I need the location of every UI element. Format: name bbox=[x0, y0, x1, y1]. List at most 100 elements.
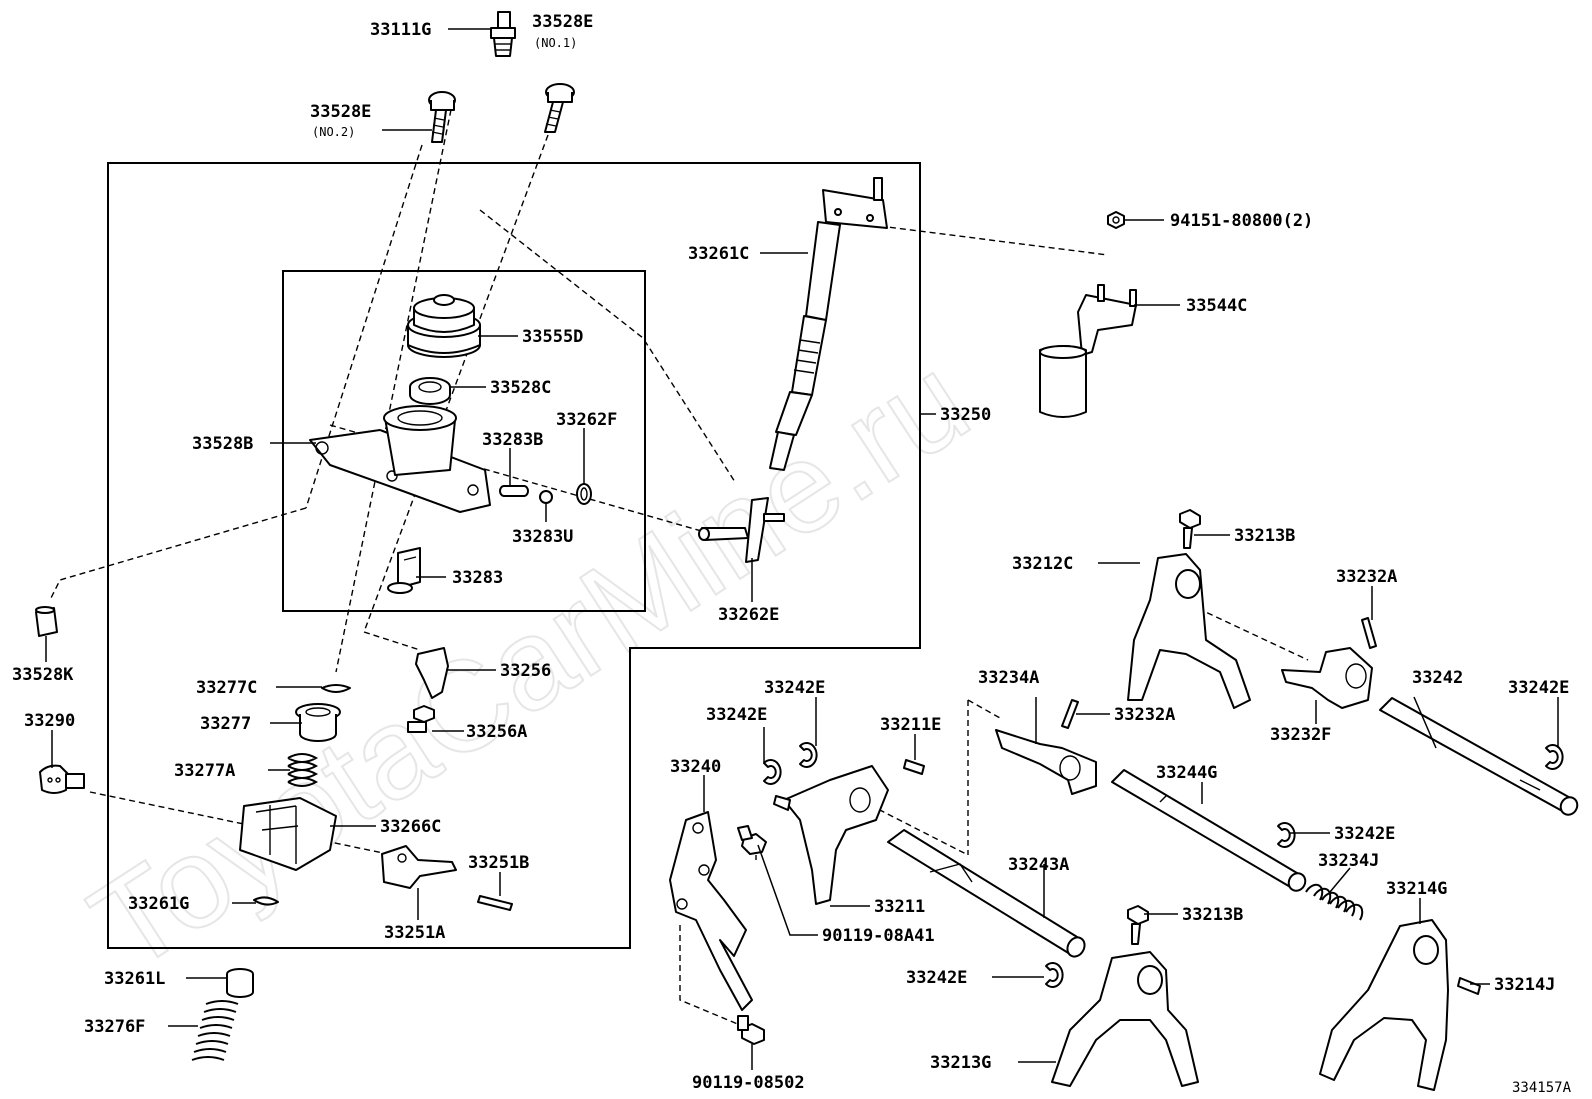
label-33261g[interactable]: 33261G bbox=[128, 894, 189, 914]
label-33261l[interactable]: 33261L bbox=[104, 969, 165, 989]
part-33266c-block[interactable] bbox=[239, 797, 337, 871]
part-33242e-clip-d[interactable] bbox=[1045, 962, 1064, 988]
part-33232a-pin-b[interactable] bbox=[1061, 699, 1079, 729]
part-33528e-no1[interactable] bbox=[544, 83, 575, 133]
label-33276f[interactable]: 33276F bbox=[84, 1017, 145, 1037]
part-33234j-spring[interactable] bbox=[1305, 883, 1364, 921]
label-33214j[interactable]: 33214J bbox=[1494, 975, 1555, 995]
part-33283-guide[interactable] bbox=[387, 547, 421, 594]
label-90119-08502[interactable]: 90119-08502 bbox=[692, 1073, 805, 1093]
part-33213g-fork[interactable] bbox=[1051, 951, 1199, 1087]
label-33244g[interactable]: 33244G bbox=[1156, 763, 1217, 783]
part-33234a-head[interactable] bbox=[995, 729, 1097, 795]
label-33283[interactable]: 33283 bbox=[452, 568, 503, 588]
label-33251a[interactable]: 33251A bbox=[384, 923, 445, 943]
part-33256-interlock[interactable] bbox=[415, 647, 449, 699]
part-90119-08a41-bolt[interactable] bbox=[737, 825, 767, 855]
label-33528c[interactable]: 33528C bbox=[490, 378, 551, 398]
part-33283u-ball[interactable] bbox=[539, 490, 553, 504]
label-33242[interactable]: 33242 bbox=[1412, 668, 1463, 688]
part-33277a-spring[interactable] bbox=[287, 753, 319, 787]
label-33528e-no1[interactable]: 33528E bbox=[532, 12, 593, 32]
label-94151-80800[interactable]: 94151-80800(2) bbox=[1170, 211, 1313, 231]
part-90119-08502-bolt[interactable] bbox=[737, 1015, 765, 1045]
label-33250-group[interactable]: 33250 bbox=[940, 405, 991, 425]
part-33211-head[interactable] bbox=[773, 765, 889, 905]
label-33528k[interactable]: 33528K bbox=[12, 665, 74, 685]
part-33276f-spring[interactable] bbox=[191, 1000, 239, 1061]
label-33277[interactable]: 33277 bbox=[200, 714, 251, 734]
label-90119-08a41[interactable]: 90119-08A41 bbox=[822, 926, 935, 946]
label-33283u[interactable]: 33283U bbox=[512, 527, 573, 547]
label-33256a[interactable]: 33256A bbox=[466, 722, 527, 742]
part-33256a-bolt[interactable] bbox=[407, 705, 435, 733]
label-33243a[interactable]: 33243A bbox=[1008, 855, 1069, 875]
label-33242e-e[interactable]: 33242E bbox=[1508, 678, 1569, 698]
label-33212c[interactable]: 33212C bbox=[1012, 554, 1073, 574]
label-33266c[interactable]: 33266C bbox=[380, 817, 441, 837]
part-33214g-fork[interactable] bbox=[1319, 919, 1449, 1091]
part-33555d-boot[interactable] bbox=[407, 294, 481, 358]
part-33261g-clip[interactable] bbox=[253, 896, 279, 906]
part-33290-plunger[interactable] bbox=[39, 764, 85, 794]
label-33555d[interactable]: 33555D bbox=[522, 327, 583, 347]
label-33283b[interactable]: 33283B bbox=[482, 430, 543, 450]
label-33234a[interactable]: 33234A bbox=[978, 668, 1039, 688]
part-33242e-clip-e[interactable] bbox=[1545, 744, 1564, 770]
label-33242e-a[interactable]: 33242E bbox=[764, 678, 825, 698]
label-33232f[interactable]: 33232F bbox=[1270, 725, 1331, 745]
part-33243a-shaft[interactable] bbox=[887, 829, 1088, 960]
part-33211e-pin[interactable] bbox=[903, 759, 925, 775]
part-33528e-no2[interactable] bbox=[428, 91, 456, 143]
label-33277c[interactable]: 33277C bbox=[196, 678, 257, 698]
part-33528k-plug[interactable] bbox=[35, 606, 58, 637]
part-33242e-clip-c[interactable] bbox=[1277, 822, 1296, 848]
part-33242-shaft[interactable] bbox=[1379, 697, 1580, 818]
label-33213b-b[interactable]: 33213B bbox=[1182, 905, 1243, 925]
label-33234j[interactable]: 33234J bbox=[1318, 851, 1379, 871]
label-33262e[interactable]: 33262E bbox=[718, 605, 779, 625]
label-33261c[interactable]: 33261C bbox=[688, 244, 749, 264]
label-33290[interactable]: 33290 bbox=[24, 711, 75, 731]
part-33262f-ring[interactable] bbox=[576, 483, 592, 505]
part-33242e-clip-b[interactable] bbox=[799, 742, 818, 768]
label-33211e[interactable]: 33211E bbox=[880, 715, 941, 735]
label-33242e-d[interactable]: 33242E bbox=[906, 968, 967, 988]
label-33251b[interactable]: 33251B bbox=[468, 853, 529, 873]
label-33213b-a[interactable]: 33213B bbox=[1234, 526, 1295, 546]
part-33242e-clip-a[interactable] bbox=[763, 759, 782, 785]
part-33261c-shaft[interactable] bbox=[769, 177, 888, 471]
part-33262e-lever[interactable] bbox=[698, 497, 785, 563]
part-33544c-bracket[interactable] bbox=[1039, 284, 1137, 418]
label-33240[interactable]: 33240 bbox=[670, 757, 721, 777]
part-33277c-clip[interactable] bbox=[321, 684, 351, 693]
part-33213b-bolt-a[interactable] bbox=[1179, 509, 1201, 549]
part-33283b-pin[interactable] bbox=[499, 485, 529, 497]
label-33277a[interactable]: 33277A bbox=[174, 761, 235, 781]
label-33211[interactable]: 33211 bbox=[874, 897, 925, 917]
part-33244g-shaft[interactable] bbox=[1111, 769, 1308, 894]
label-33528e-no2[interactable]: 33528E bbox=[310, 102, 371, 122]
label-33544c[interactable]: 33544C bbox=[1186, 296, 1247, 316]
part-33251b-pin[interactable] bbox=[477, 895, 513, 911]
part-33240-lever[interactable] bbox=[669, 811, 753, 1011]
label-33214g[interactable]: 33214G bbox=[1386, 879, 1447, 899]
part-33528c-seal[interactable] bbox=[409, 377, 451, 405]
label-33111g[interactable]: 33111G bbox=[370, 20, 431, 40]
label-33213g[interactable]: 33213G bbox=[930, 1053, 991, 1073]
part-33261l-collar[interactable] bbox=[226, 968, 254, 998]
label-33232a-a[interactable]: 33232A bbox=[1336, 567, 1397, 587]
part-33528b-housing[interactable] bbox=[309, 405, 491, 513]
part-33232f-head[interactable] bbox=[1281, 647, 1373, 709]
label-33242e-c[interactable]: 33242E bbox=[1334, 824, 1395, 844]
part-33277-bushing[interactable] bbox=[295, 703, 341, 742]
label-33528b[interactable]: 33528B bbox=[192, 434, 253, 454]
part-33212c-fork[interactable] bbox=[1127, 553, 1251, 709]
label-33256[interactable]: 33256 bbox=[500, 661, 551, 681]
label-33232a-b[interactable]: 33232A bbox=[1114, 705, 1175, 725]
label-33242e-b[interactable]: 33242E bbox=[706, 705, 767, 725]
label-33262f[interactable]: 33262F bbox=[556, 410, 617, 430]
part-33232a-pin-a[interactable] bbox=[1361, 617, 1377, 649]
part-33214j-pin[interactable] bbox=[1457, 977, 1481, 995]
part-33251a-block[interactable] bbox=[381, 845, 457, 889]
